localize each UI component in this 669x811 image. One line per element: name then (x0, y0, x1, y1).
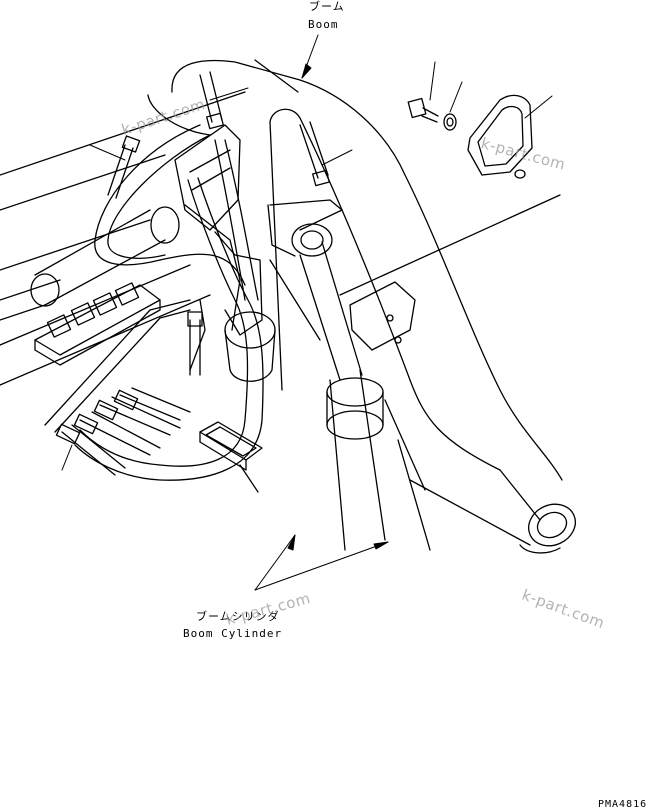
boom-cylinder-label-jp: ブームシリンダ (196, 610, 280, 623)
hex-bolt (408, 98, 438, 122)
boom-foot-pin (520, 497, 582, 554)
hose-clamp (200, 422, 262, 492)
fitting-assembly (35, 283, 190, 475)
boom-cylinder-label-en: Boom Cylinder (183, 627, 283, 640)
washer (444, 114, 456, 130)
boom-cylinder (268, 200, 430, 550)
leader-lines (62, 35, 552, 590)
drawing-code: PMA4816 (598, 799, 648, 810)
valve-block (175, 125, 275, 381)
decal (350, 282, 415, 350)
bolts (108, 72, 329, 375)
hydraulic-hoses (75, 95, 320, 480)
cover-plate (468, 95, 532, 178)
boom-arm (172, 60, 562, 545)
boom-label-en: Boom (308, 18, 339, 31)
boom-label-jp: ブーム (309, 0, 345, 13)
